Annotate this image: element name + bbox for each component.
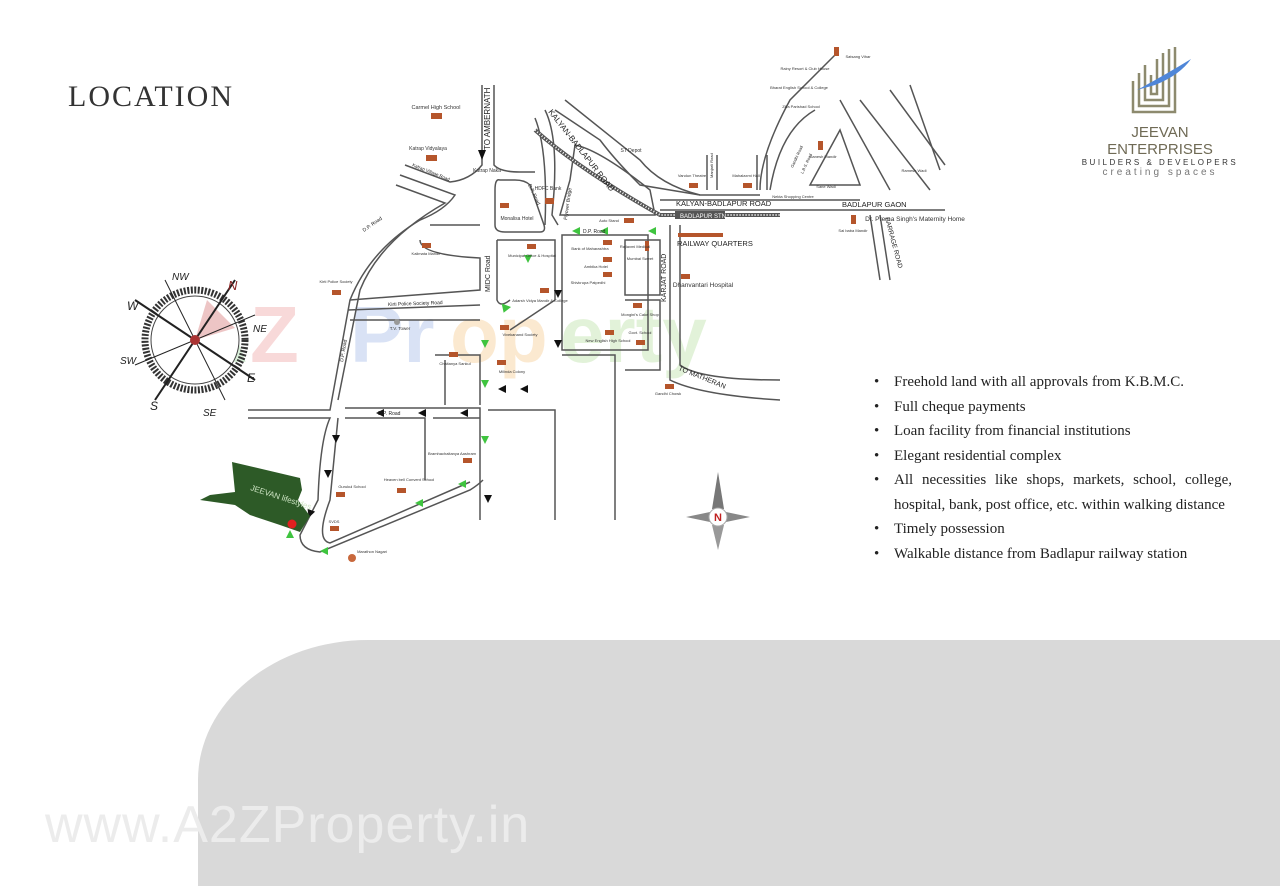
- landmark-label: Mahalaxmi Hall: [732, 173, 759, 178]
- landmark-label: Ramesh Wadi: [902, 168, 927, 173]
- label-railway-quarters: RAILWAY QUARTERS: [677, 239, 753, 248]
- landmark-label: Milinda Colony: [499, 369, 525, 374]
- feature-item: Elegant residential complex: [872, 444, 1232, 469]
- landmark-label: ST Depot: [620, 148, 642, 154]
- compass-ne: NE: [253, 324, 267, 335]
- feature-item: Loan facility from financial institution…: [872, 419, 1232, 444]
- label-gandhi-road: Gandhi Road: [789, 145, 803, 168]
- railway-quarters-bar: [678, 233, 723, 237]
- feature-item: Timely possession: [872, 517, 1232, 542]
- svg-text:Pr: Pr: [350, 290, 435, 379]
- landmark-label: Kalimata Mandir: [412, 251, 442, 256]
- landmark-label: Zilla Parishad School: [782, 104, 820, 109]
- marathon-nagari-marker: [348, 554, 356, 562]
- watermark-url: www.A2ZProperty.in: [45, 796, 531, 854]
- label-katrap-village-road: Katrap Village Road: [412, 162, 451, 182]
- feature-item: All necessities like shops, markets, sch…: [872, 468, 1232, 517]
- compass-sw: SW: [120, 356, 138, 367]
- railway-line: [533, 128, 780, 217]
- landmark-label: HDFC Bank: [535, 186, 562, 192]
- label-barrage-road: BARRAGE ROAD: [883, 217, 903, 270]
- tv-tower-marker: [394, 319, 400, 325]
- landmark-label: Gandhi Chowk: [655, 391, 681, 396]
- landmark-label: SVDS: [329, 519, 340, 524]
- feature-item: Walkable distance from Badlapur railway …: [872, 542, 1232, 567]
- label-dp-road: D.P. Road: [583, 229, 606, 235]
- project-pin-icon: [287, 519, 297, 529]
- label-midc-road: MIDC Road: [485, 255, 492, 292]
- landmark-label: Chaitanya Sankul: [439, 361, 470, 366]
- landmark-label: Rainy Resort & Club House: [781, 66, 831, 71]
- landmark-markers: [330, 47, 856, 531]
- label-to-ambernath: TO AMBERNATH: [483, 87, 492, 150]
- landmark-label: Vandun Theatre: [678, 173, 707, 178]
- landmark-label: Bharat English School & College: [770, 85, 829, 90]
- company-logo: JEEVAN ENTERPRISES BUILDERS & DEVELOPERS…: [1080, 45, 1240, 178]
- landmark-label: Kirti Police Society: [319, 279, 352, 284]
- badlapur-station-block: [675, 211, 725, 219]
- landmark-label: Mumbai Sweet: [627, 256, 654, 261]
- landmark-label: Nekta Shopping Centre: [772, 194, 814, 199]
- compass-nw: NW: [172, 272, 190, 283]
- landmark-label: Adarsh Vidya Mandir & College: [512, 298, 568, 303]
- landmark-label: Shivkrupa Patpedhi: [571, 280, 606, 285]
- green-direction-arrows: [286, 227, 656, 555]
- landmark-label: Vivekanand Society: [502, 332, 537, 337]
- compass-s: S: [150, 399, 158, 413]
- company-name: JEEVAN ENTERPRISES: [1107, 124, 1213, 158]
- label-dp-road: D.P. Road: [339, 339, 349, 362]
- landmark-label: Gurukul School: [338, 484, 365, 489]
- north-indicator-icon: N: [686, 472, 750, 550]
- north-label: N: [714, 512, 722, 524]
- landmark-label: Dhanvantari Hospital: [673, 282, 734, 289]
- compass-e: E: [247, 371, 256, 385]
- svg-text:Z: Z: [250, 290, 299, 379]
- compass-n: N: [228, 278, 238, 293]
- landmark-label: Auto Stand: [599, 218, 619, 223]
- compass-w: W: [127, 299, 140, 313]
- label-kirti-police-society-road: Kirti Police Society Road: [388, 300, 443, 308]
- location-map: AZ Property BADLAPUR STN.: [120, 47, 965, 562]
- landmark-label: Rajlaxmi Medical: [620, 244, 650, 249]
- label-badlapur-gaon: BADLAPUR GAON: [842, 200, 907, 209]
- label-manjarli-road: Manjarli Road: [709, 153, 714, 178]
- landmark-label: Satsang Vihar: [845, 54, 871, 59]
- landmark-label: T.V. Tower: [390, 326, 411, 331]
- landmark-label: Katrap Vidyalaya: [409, 146, 447, 152]
- company-subtitle: BUILDERS & DEVELOPERS: [1081, 158, 1239, 167]
- landmark-label: Marathon Nagari: [357, 549, 387, 554]
- landmark-label: Monalisa Hotel: [500, 216, 533, 222]
- compass-se: SE: [203, 408, 217, 419]
- feature-item: Freehold land with all approvals from K.…: [872, 370, 1232, 395]
- label-flyover-bridge: Flyover Bridge: [563, 187, 573, 220]
- landmark-label: Katrap Naka: [473, 168, 501, 174]
- road-network: [248, 54, 946, 553]
- landmark-label: Carmel High School: [412, 105, 461, 111]
- feature-item: Full cheque payments: [872, 395, 1232, 420]
- landmark-label: Sai baba Mandir: [838, 228, 868, 233]
- feature-list: Freehold land with all approvals from K.…: [872, 370, 1232, 566]
- landmark-label: New English High School: [586, 338, 631, 343]
- page-title: LOCATION: [68, 80, 234, 113]
- landmark-label: Sane Wadi: [816, 184, 836, 189]
- landmark-label: Ambika Hotel: [584, 264, 608, 269]
- logo-mark-icon: [1131, 47, 1191, 114]
- landmark-label: Bank of Maharashtra: [571, 246, 609, 251]
- label-badlapur-stn: BADLAPUR STN.: [680, 214, 728, 220]
- compass-rose: N NE E SE S SW W NW: [120, 272, 267, 419]
- gray-band: [198, 640, 1280, 886]
- company-tagline: creating spaces: [1102, 167, 1218, 178]
- landmark-label: Heaven bell Convent School: [384, 477, 435, 482]
- landmark-label: Dr. Prema Singh's Maternity Home: [865, 216, 965, 223]
- label-dp-road: D.P. Road: [362, 216, 384, 234]
- landmark-label: Mongini's Cake Shop: [621, 312, 659, 317]
- landmark-label: Ganesh Mandir: [809, 154, 837, 159]
- project-site-jeevan-lifestyles[interactable]: JEEVAN lifestyles: [200, 462, 312, 532]
- landmark-label: Govt. School: [629, 330, 652, 335]
- label-karjat-road: KARJAT ROAD: [661, 254, 668, 302]
- label-dp-road: D.P. Road: [378, 411, 401, 417]
- landmark-label: Municipal Office & Hospital: [508, 253, 556, 258]
- label-kalyan-badlapur-road: KALYAN-BADLAPUR ROAD: [676, 199, 772, 208]
- landmark-label: Bramhachaitanya Aashram: [428, 451, 477, 456]
